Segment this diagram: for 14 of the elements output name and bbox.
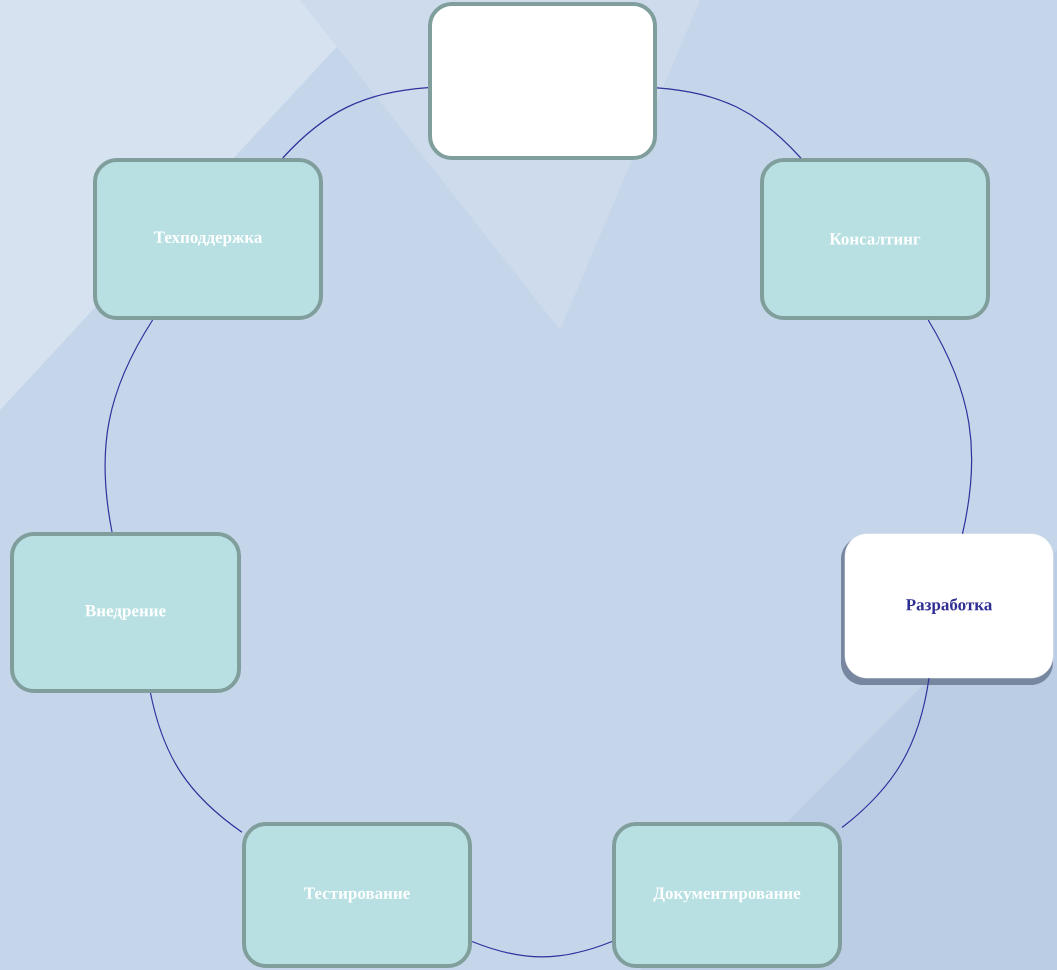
empty-box <box>428 2 657 160</box>
process-box: Тестирование <box>242 822 472 968</box>
process-box: Разработка <box>841 533 1054 685</box>
process-box: Документирование <box>612 822 842 968</box>
connector-arc <box>471 940 613 958</box>
connector-arc <box>841 677 930 829</box>
connector-arc <box>282 86 429 159</box>
process-box: Консалтинг <box>760 158 990 320</box>
process-box: Техподдержка <box>93 158 323 320</box>
connector-arc <box>104 319 154 533</box>
connector-arc <box>927 319 973 535</box>
connector-arc <box>149 692 243 833</box>
process-box: Внедрение <box>10 532 241 693</box>
connector-arc <box>656 87 802 159</box>
